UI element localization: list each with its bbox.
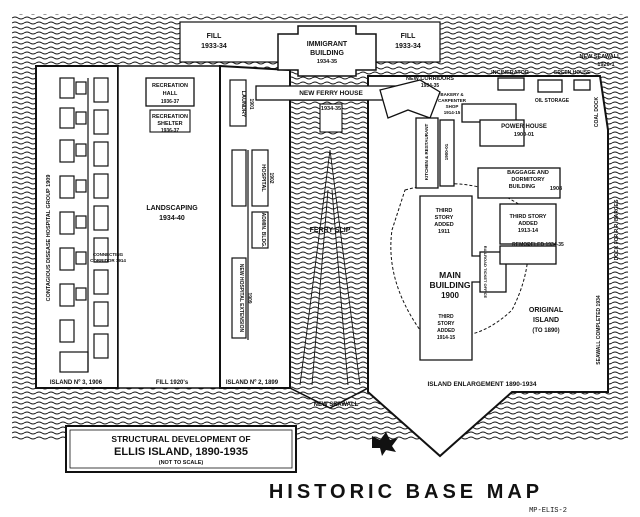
label-recreation-hall-2: HALL — [163, 91, 178, 97]
label-railroad-ticket: RAILROAD TICKET OFFICE — [483, 246, 488, 299]
label-island-enlargement: ISLAND ENLARGEMENT 1890-1934 — [427, 381, 536, 388]
label-bakery-2: CARPENTER — [438, 98, 467, 103]
label-bakery-3: SHOP — [446, 104, 459, 109]
label-recreation-shelter-years: 1936-37 — [161, 128, 180, 134]
label-third-story-1914-b: STORY — [438, 321, 456, 327]
label-third-story-1914-c: ADDED — [437, 328, 455, 334]
label-fill-right: FILL — [401, 33, 416, 40]
right-island-buildings — [379, 77, 591, 361]
label-bakery: BAKERY & — [440, 92, 464, 97]
label-third-story-1913: THIRD STORY — [510, 214, 547, 220]
recreation-shelter — [149, 109, 191, 133]
label-immigrant-building-2: BUILDING — [310, 50, 344, 57]
label-hospital-extension: NEW HOSPITAL EXTENSION — [238, 264, 244, 333]
map-labels: FILL 1933-34 FILL 1933-34 IMMIGRANT BUIL… — [46, 33, 621, 408]
label-third-story-1914-years: 1914-15 — [437, 335, 456, 341]
label-power-house: POWER HOUSE — [501, 124, 547, 130]
label-remodeled: REMODELED 1934-35 — [512, 242, 564, 248]
cartouche-line2: ELLIS ISLAND, 1890-1935 — [114, 446, 248, 458]
recreation-hall — [145, 77, 195, 107]
label-fill-left-years: 1933-34 — [201, 43, 227, 50]
label-fill-left: FILL — [207, 33, 222, 40]
label-laundry-years: 1901 — [248, 98, 254, 109]
label-third-story-1911-c: ADDED — [434, 222, 454, 228]
page-title: HISTORIC BASE MAP — [269, 481, 543, 503]
sheet-code: MP-ELIS-2 — [529, 507, 567, 515]
label-fill-right-years: 1933-34 — [395, 43, 421, 50]
label-recreation-hall-years: 1936-37 — [161, 99, 180, 105]
label-immigrant-building-years: 1934-35 — [317, 59, 337, 65]
label-incinerator: INCINERATOR — [491, 70, 529, 76]
label-new-seawall-top-years: 1920-1 — [597, 62, 614, 68]
cartouche-line3: (NOT TO SCALE) — [159, 460, 204, 466]
label-island-3: ISLAND Nº 3, 1906 — [50, 380, 103, 386]
label-main-building-2: BUILDING — [429, 280, 470, 290]
label-hospital-years: 1902 — [268, 172, 274, 183]
label-recreation-shelter: RECREATION — [152, 114, 188, 120]
label-third-story-1911-years: 1911 — [438, 229, 450, 235]
label-kitchen: KITCHEN & RESTAURANT — [424, 124, 429, 181]
label-third-story-1911: THIRD — [436, 208, 453, 214]
north-arrow-eagle-icon — [372, 432, 398, 456]
label-new-corridors: NEW CORRIDORS — [406, 76, 454, 82]
label-bakery-years: 1914-15 — [444, 110, 461, 115]
label-recreation-shelter-2: SHELTER — [157, 121, 182, 127]
label-coal-dock: COAL DOCK — [594, 97, 600, 128]
label-main-building-years: 1900 — [441, 291, 459, 300]
label-third-story-1913-years: 1913-14 — [518, 228, 539, 234]
label-landscaping: LANDSCAPING — [146, 205, 198, 212]
label-third-story-1911-b: STORY — [435, 215, 454, 221]
label-recreation-hall: RECREATION — [152, 83, 188, 89]
label-baggage-2: DORMITORY — [511, 177, 545, 183]
contagious-hospital-group — [59, 77, 109, 373]
label-original-island: ORIGINAL — [529, 307, 564, 314]
label-third-story-1913-b: ADDED — [518, 221, 538, 227]
label-kitchen-years: 1900-01 — [444, 143, 449, 160]
island-2-buildings — [229, 79, 269, 340]
label-laundry: LAUNDRY — [240, 91, 246, 118]
label-power-house-years: 1900-01 — [514, 132, 534, 138]
label-ferry-slip: FERRY SLIP — [310, 227, 351, 234]
label-original-island-years: (TO 1890) — [532, 328, 559, 334]
label-contagious-hospital: CONTAGIOUS DISEASE HOSPITAL GROUP 1909 — [46, 175, 52, 302]
label-hospital: HOSPITAL — [260, 164, 266, 192]
label-new-ferry-house: NEW FERRY HOUSE — [299, 90, 363, 97]
label-admin-bldg: ADMIN. BLDG. — [260, 213, 266, 248]
label-new-corridors-years: 1934-35 — [421, 83, 440, 89]
label-third-story-1914: THIRD — [438, 314, 454, 320]
label-baggage-3: BUILDING — [509, 184, 536, 190]
label-new-seawall-bottom: NEW SEAWALL — [314, 402, 359, 408]
immigrant-building — [277, 25, 377, 77]
label-dock-barges: DOCK FOR R.R. BARGES — [614, 199, 620, 261]
label-island-2: ISLAND Nº 2, 1899 — [226, 380, 279, 386]
label-landscaping-years: 1934-40 — [159, 215, 185, 222]
ferry-slip-lines — [299, 149, 361, 386]
label-new-seawall-top: NEW SEAWALL — [580, 54, 622, 60]
label-seawall-completed: SEAWALL COMPLETED 1934 — [596, 295, 602, 365]
cartouche-frame — [65, 425, 297, 473]
label-new-ferry-house-years: 1934-35 — [321, 106, 341, 112]
cartouche-line1: STRUCTURAL DEVELOPMENT OF — [111, 434, 250, 444]
label-oil-storage: OIL STORAGE — [535, 98, 570, 104]
label-original-island-2: ISLAND — [533, 317, 559, 324]
cartouche-inner — [69, 429, 293, 469]
label-hospital-extension-years: 1909 — [246, 292, 252, 303]
label-green-house: GREEN HOUSE — [554, 70, 592, 76]
label-fill-1920: FILL 1920's — [156, 380, 189, 386]
label-connecting-corridor-2: CORRIDOR 1914 — [90, 258, 126, 263]
label-baggage-years: 1908 — [550, 186, 562, 192]
label-main-building: MAIN — [439, 270, 461, 280]
label-immigrant-building: IMMIGRANT — [307, 41, 348, 48]
label-baggage: BAGGAGE AND — [507, 170, 549, 176]
ferry-house-tower — [319, 103, 343, 133]
label-connecting-corridor: CONNECTING — [93, 252, 124, 257]
